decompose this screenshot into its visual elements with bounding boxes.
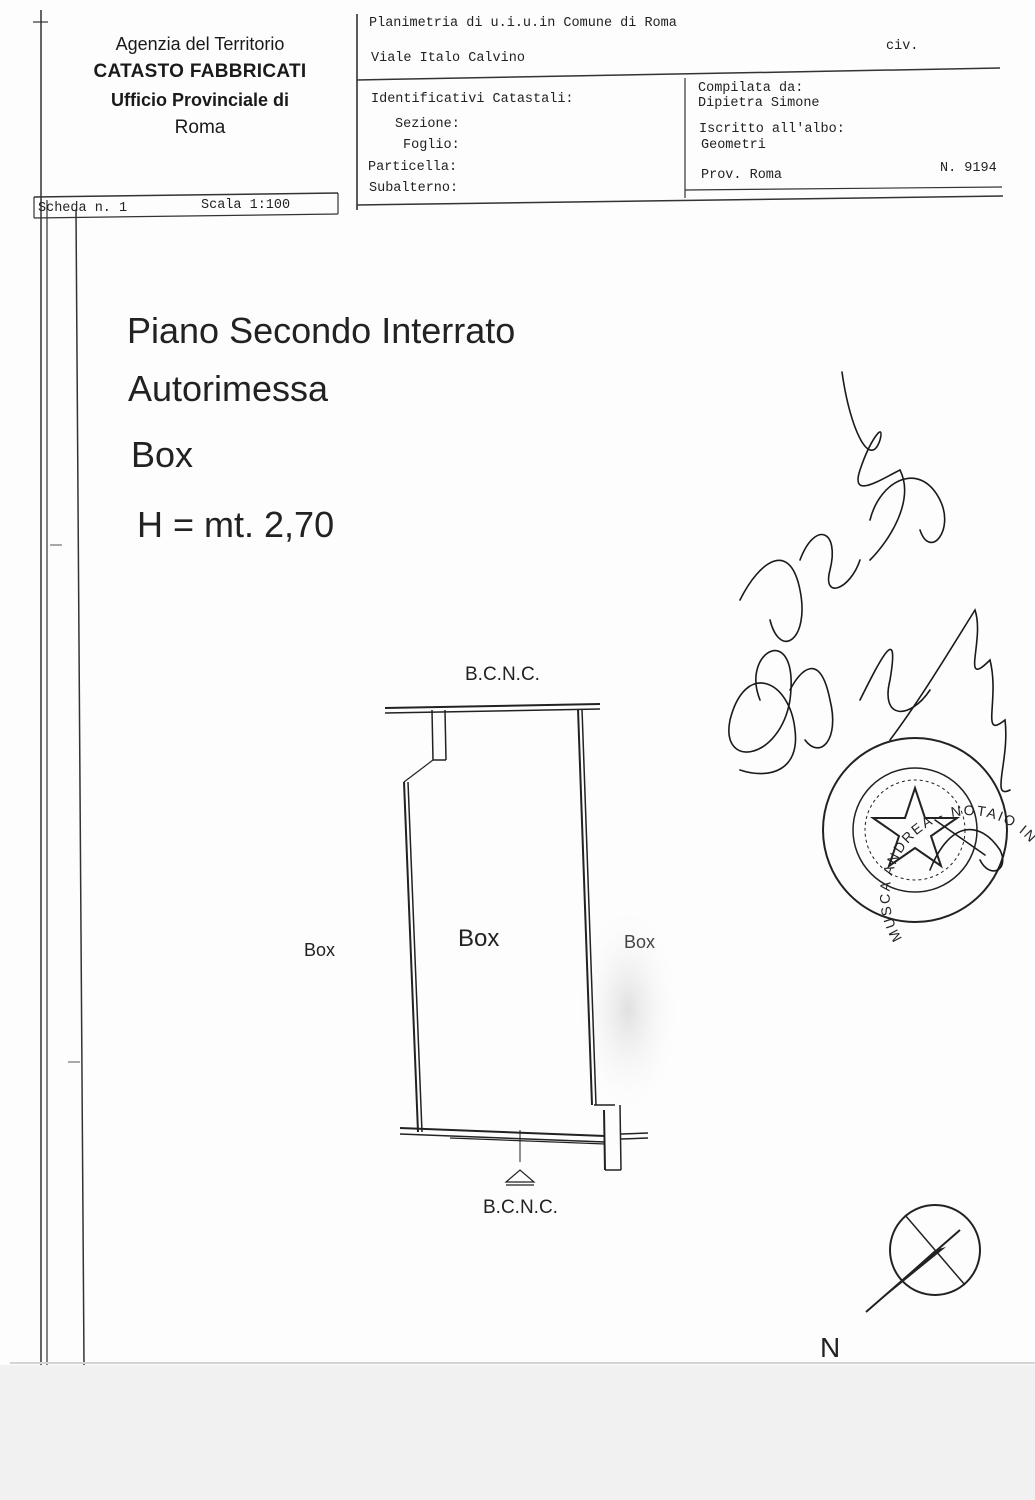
scan-margin — [0, 1365, 1035, 1500]
north-label: N — [820, 1332, 841, 1363]
sezione-label: Sezione: — [395, 117, 460, 132]
scheda-label: Scheda n. 1 — [38, 201, 128, 216]
compilata-name: Dipietra Simone — [698, 96, 820, 111]
subalterno-label: Subalterno: — [369, 181, 459, 196]
bcnc-bottom-label: B.C.N.C. — [483, 1197, 558, 1218]
particella-label: Particella: — [368, 160, 458, 175]
height-title: H = mt. 2,70 — [137, 504, 335, 545]
identificativi-title: Identificativi Catastali: — [371, 92, 574, 107]
box-room-label: Box — [458, 925, 500, 952]
unit-title: Box — [131, 434, 194, 475]
floor-title: Piano Secondo Interrato — [127, 310, 516, 351]
notary-seal — [822, 737, 1008, 923]
albo-value: Geometri — [701, 138, 766, 153]
scala-label: Scala 1:100 — [201, 198, 291, 213]
bcnc-top-label: B.C.N.C. — [465, 664, 540, 685]
provincia: Prov. Roma — [701, 168, 783, 183]
civic-label: civ. — [886, 39, 919, 54]
scan-smudge — [573, 900, 683, 1120]
cadastral-sheet — [0, 0, 1035, 1365]
iscritto-label: Iscritto all'albo: — [699, 122, 845, 137]
use-title: Autorimessa — [128, 368, 329, 409]
agency-name: Agenzia del Territorio — [115, 34, 285, 54]
box-walls — [384, 703, 649, 1171]
adjacent-box-left: Box — [304, 940, 336, 960]
catasto-fabbricati: CATASTO FABBRICATI — [93, 61, 307, 82]
address: Viale Italo Calvino — [371, 51, 525, 66]
compass-needle — [865, 1214, 966, 1313]
adjacent-box-right: Box — [624, 932, 656, 952]
ufficio-city: Roma — [174, 117, 226, 138]
handwritten-signatures — [728, 371, 1011, 872]
compass-circle — [889, 1204, 981, 1296]
albo-number: N. 9194 — [940, 161, 997, 176]
agency-block: Agenzia del Territorio CATASTO FABBRICAT… — [45, 30, 355, 142]
foglio-label: Foglio: — [403, 138, 460, 153]
compilata-label: Compilata da: — [698, 81, 804, 96]
view-direction-marker — [504, 1169, 536, 1186]
planimetria-title: Planimetria di u.i.u.in Comune di Roma — [369, 16, 677, 31]
ufficio-provinciale: Ufficio Provinciale di — [110, 90, 290, 110]
